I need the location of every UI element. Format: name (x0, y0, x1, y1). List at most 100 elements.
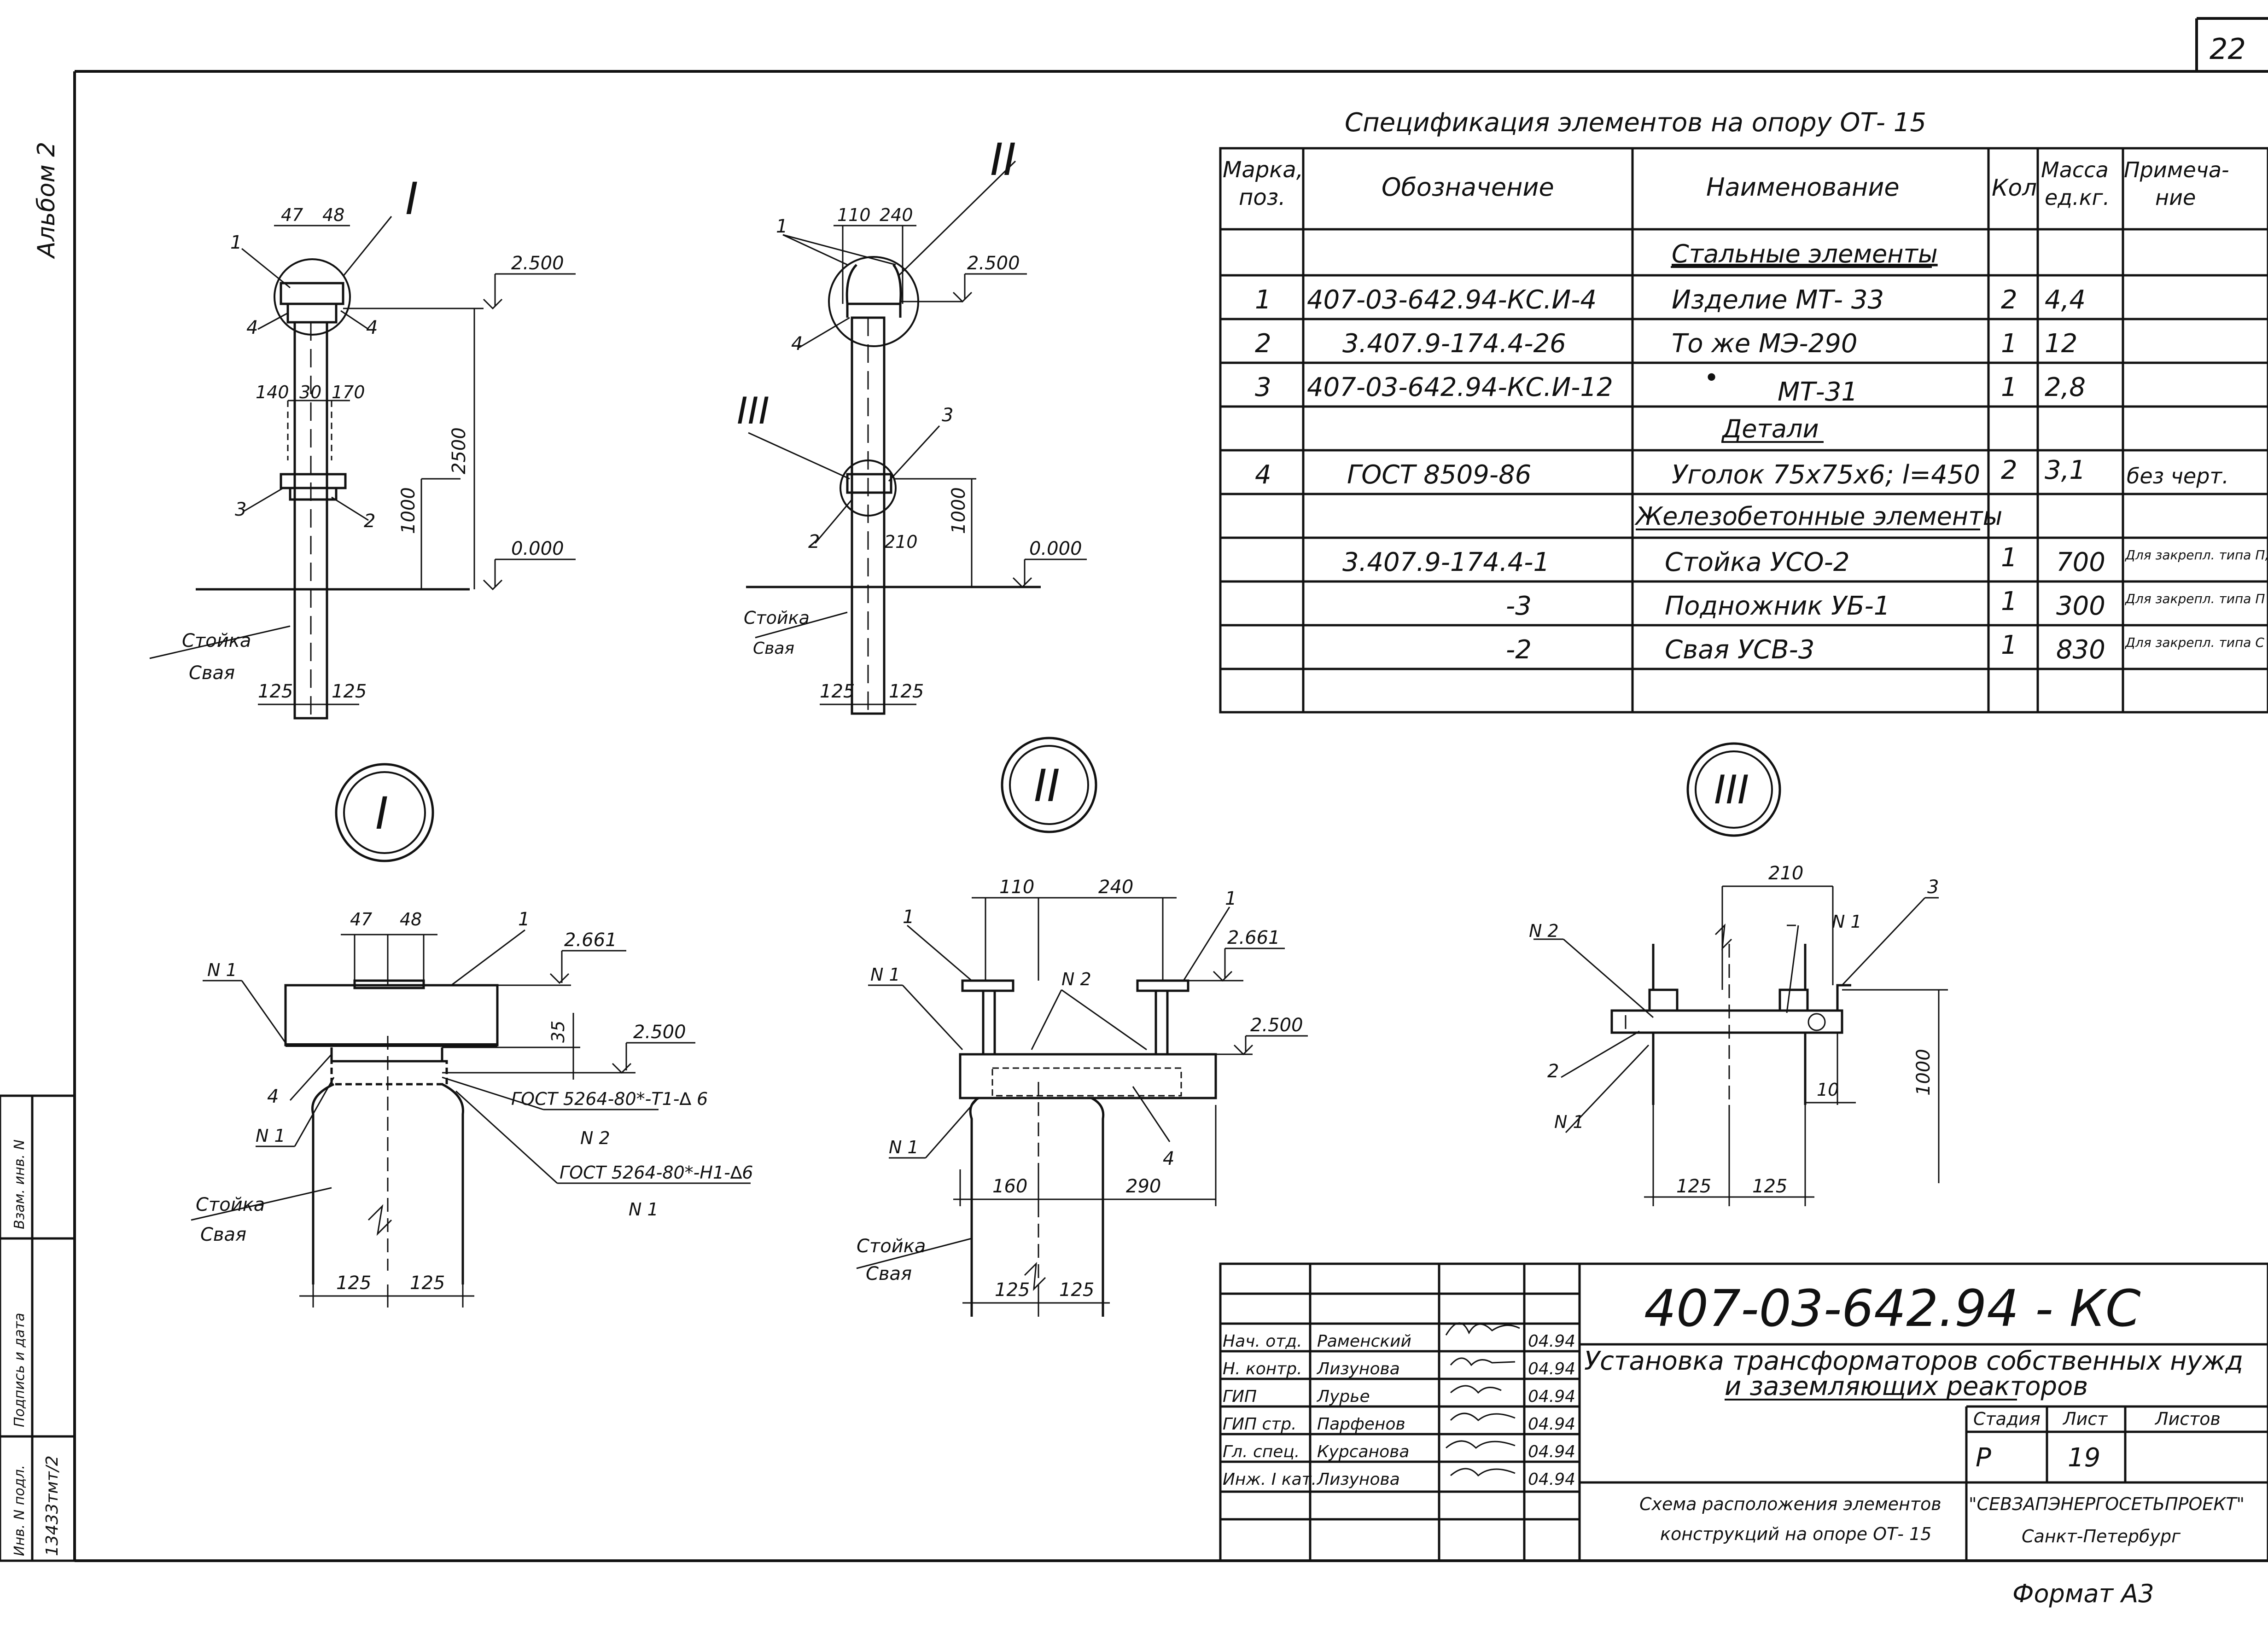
stamp-name-2: Лизунова (1316, 1360, 1400, 1378)
v2-roman-II: II (990, 134, 1016, 186)
d2-label-post: Стойка (857, 1236, 926, 1257)
v1-level-0: 0.000 (511, 538, 564, 559)
d2-roman-II: II (1034, 760, 1060, 812)
inventory-label-replace: Взам. инв. N (12, 1139, 28, 1229)
spec-row4-mass: 3,1 (2045, 455, 2086, 485)
v1-dim-47: 47 (281, 205, 303, 225)
spec-row6-code: -3 (1506, 591, 1532, 621)
v2-level-0: 0.000 (1029, 538, 1082, 559)
stamp-name-5: Курсанова (1317, 1442, 1409, 1461)
d2-level-2500: 2.500 (1250, 1015, 1303, 1036)
v1-base-125b: 125 (332, 681, 367, 702)
d1-weld-n1b: N 1 (256, 1126, 286, 1146)
d1-dim-35: 35 (548, 1021, 568, 1043)
v1-callout-4a: 4 (246, 317, 258, 338)
detail-II (856, 737, 1308, 1317)
d2-label-pile: Свая (866, 1263, 912, 1284)
v2-label-post: Стойка (744, 608, 810, 628)
spec-row4-qty: 2 (2001, 455, 2017, 485)
stamp-code: 407-03-642.94 - КС (1644, 1279, 2141, 1338)
stamp-city: Санкт-Петербург (2022, 1526, 2181, 1546)
d2-callout-1b: 1 (1225, 888, 1236, 909)
spec-row4-pos: 4 (1255, 460, 1271, 490)
spec-row2-code: 3.407.9-174.4-26 (1342, 329, 1566, 359)
spec-row6-qty: 1 (2001, 587, 2017, 616)
d3-base-125b: 125 (1752, 1176, 1787, 1197)
album-label: Альбом 2 (33, 142, 60, 259)
v1-callout-1: 1 (230, 232, 242, 253)
spec-row5-mass: 700 (2056, 547, 2105, 577)
spec-row1-qty: 2 (2001, 285, 2017, 315)
spec-row1-name: Изделие МТ- 33 (1672, 285, 1884, 315)
d1-callout-1: 1 (518, 909, 530, 930)
stamp-desc-1: Схема расположения элементов (1639, 1494, 1942, 1514)
spec-row3-code: 407-03-642.94-КС.И-12 (1307, 372, 1613, 402)
d1-label-pile: Свая (200, 1224, 246, 1245)
spec-row3-mass: 2,8 (2045, 372, 2086, 402)
v1-dim-140: 140 (256, 382, 289, 402)
stamp-date-4: 04.94 (1528, 1415, 1575, 1434)
v2-callout-4: 4 (791, 333, 803, 354)
stamp-name-6: Лизунова (1316, 1470, 1400, 1489)
d1-dim-48: 48 (400, 909, 422, 930)
inventory-label-signature: Подпись и дата (12, 1313, 28, 1428)
stamp-stage-value: Р (1976, 1443, 1991, 1473)
signature-marks (1445, 1322, 1520, 1477)
d1-level-2661: 2.661 (564, 930, 617, 951)
v2-base-125a: 125 (820, 681, 855, 702)
d1-dim-47: 47 (350, 909, 372, 930)
spec-header-pos-2: поз. (1239, 185, 1286, 210)
d1-callout-4: 4 (267, 1086, 279, 1107)
d2-weld-n1a: N 1 (870, 965, 900, 985)
d1-weld-n1c: N 1 (629, 1199, 659, 1220)
spec-header-qty: Кол (1992, 174, 2037, 201)
d2-weld-n1b: N 1 (889, 1137, 919, 1157)
v2-dim-210: 210 (884, 532, 918, 552)
d1-gost1: ГОСТ 5264-80*-Т1-∆ 6 (511, 1089, 708, 1109)
v1-dim-170: 170 (332, 382, 365, 402)
spec-table-grid (1219, 147, 2268, 714)
d2-callout-4: 4 (1163, 1148, 1174, 1169)
d1-base-125a: 125 (336, 1273, 371, 1294)
v2-callout-2: 2 (808, 531, 820, 552)
v2-level-2500: 2.500 (967, 253, 1020, 274)
stamp-role-3: ГИП (1223, 1387, 1257, 1406)
d3-weld-n1b: N 1 (1554, 1112, 1584, 1132)
spec-row7-mass: 830 (2056, 635, 2105, 665)
spec-row2-mass: 12 (2045, 329, 2077, 359)
stamp-title-2: и заземляющих реакторов (1725, 1371, 2088, 1401)
inventory-label-original: Инв. N подл. (12, 1465, 28, 1556)
d3-weld-n1a: N 1 (1832, 912, 1862, 932)
d1-label-post: Стойка (196, 1194, 265, 1215)
stamp-date-3: 04.94 (1528, 1387, 1575, 1406)
d3-base-125a: 125 (1676, 1176, 1711, 1197)
stamp-name-1: Раменский (1317, 1332, 1411, 1351)
v2-height-1000: 1000 (948, 487, 969, 534)
format-label: Формат А3 (2012, 1579, 2154, 1608)
spec-row2-pos: 2 (1255, 329, 1271, 359)
stamp-role-4: ГИП стр. (1223, 1415, 1297, 1434)
spec-row3-name: МТ-31 (1778, 377, 1858, 407)
stamp-date-5: 04.94 (1528, 1442, 1575, 1461)
spec-header-note-2: ние (2155, 185, 2196, 210)
stamp-sheets-label: Листов (2154, 1409, 2221, 1429)
spec-header-name: Наименование (1706, 173, 1900, 202)
spec-row3-pos: 3 (1255, 372, 1271, 402)
d3-weld-n2: N 2 (1529, 921, 1559, 941)
elevation-view-2 (746, 160, 1087, 715)
spec-row7-code: -2 (1506, 635, 1532, 665)
spec-row2-qty: 1 (2001, 329, 2017, 359)
d2-callout-1a: 1 (903, 907, 914, 928)
spec-row7-qty: 1 (2001, 630, 2017, 660)
v2-roman-III: III (737, 389, 770, 432)
inventory-strip (0, 1094, 76, 1562)
d1-base-125b: 125 (410, 1273, 445, 1294)
spec-row6-name: Подножник УБ-1 (1665, 591, 1890, 621)
v1-height-1000: 1000 (398, 487, 419, 534)
stamp-name-4: Парфенов (1317, 1415, 1405, 1434)
spec-header-pos-1: Марка, (1223, 157, 1303, 183)
spec-row3-qty: 1 (2001, 372, 2017, 402)
v2-dim-110: 110 (837, 205, 871, 225)
v2-dim-240: 240 (880, 205, 913, 225)
